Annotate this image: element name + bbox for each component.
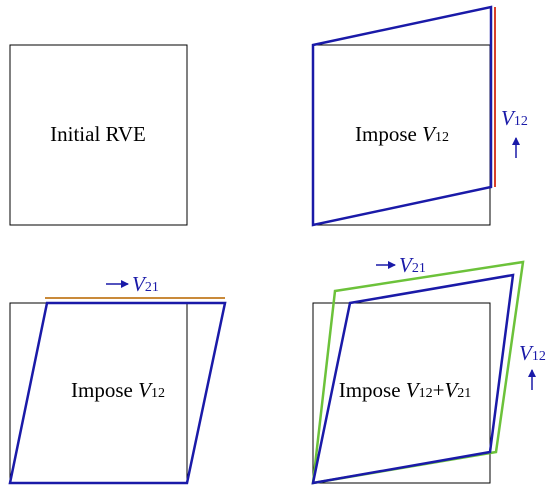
arrow-label-v12: V12 [501,106,528,130]
initial-rve-label: Initial RVE [50,122,146,146]
panel-initial-rve: Initial RVE [9,44,188,226]
deformed-shape-v21 [8,301,227,485]
impose-combined-label: Impose V12+V21 [339,378,472,402]
arrow-label-v21: V21 [132,272,159,296]
panel-impose-v21: Impose V12 V21 [8,272,227,485]
impose-v12-label: Impose V12 [355,122,449,146]
deformed-shape-combined [311,273,515,485]
arrow-label-right-v12: V12 [519,341,546,365]
initial-square [9,44,188,226]
deformed-shape-v12 [311,5,493,227]
panel-impose-combined: Impose V12+V21 V21 V12 [311,253,546,485]
impose-v21-panel-label: Impose V12 [71,378,165,402]
panel-impose-v12: Impose V12 V12 [311,5,528,227]
arrow-label-top-v21: V21 [399,253,426,277]
reference-square [312,302,491,484]
